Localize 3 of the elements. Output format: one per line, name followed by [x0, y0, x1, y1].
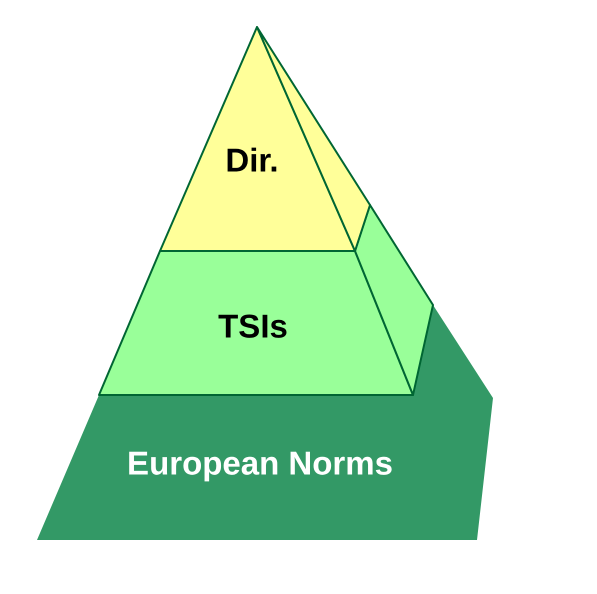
tier-label: European Norms	[127, 446, 393, 480]
tier-label: Dir.	[225, 144, 279, 176]
tier-label: TSIs	[218, 310, 288, 342]
